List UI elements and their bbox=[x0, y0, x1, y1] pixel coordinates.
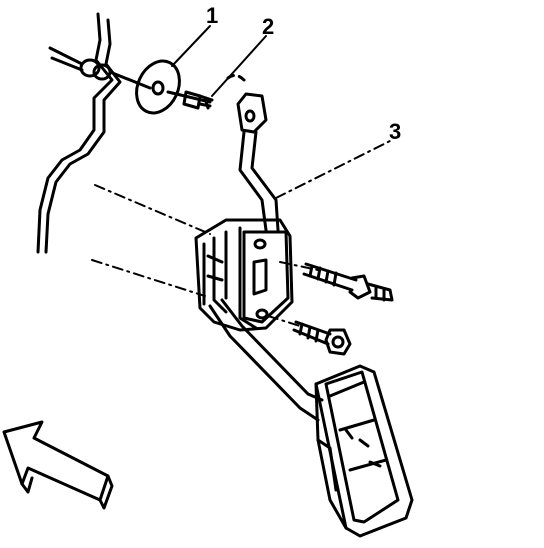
callout-1: 1 bbox=[206, 3, 219, 28]
callout-3: 3 bbox=[389, 119, 402, 144]
callout-2: 2 bbox=[262, 14, 275, 39]
mounting-bolt-lower bbox=[292, 320, 352, 356]
accelerator-cable bbox=[48, 46, 152, 90]
pedal-lever-arm bbox=[236, 92, 280, 232]
spring-clip bbox=[166, 90, 214, 110]
dash-panel bbox=[36, 12, 122, 254]
pedal-pad bbox=[314, 364, 414, 538]
grommet-washer bbox=[135, 59, 181, 115]
forward-arrow-icon bbox=[2, 420, 114, 510]
alignment-lines bbox=[91, 139, 393, 327]
mounting-bolt-upper bbox=[302, 262, 394, 302]
callout-leaders bbox=[171, 25, 267, 97]
mounting-bracket bbox=[194, 218, 294, 332]
